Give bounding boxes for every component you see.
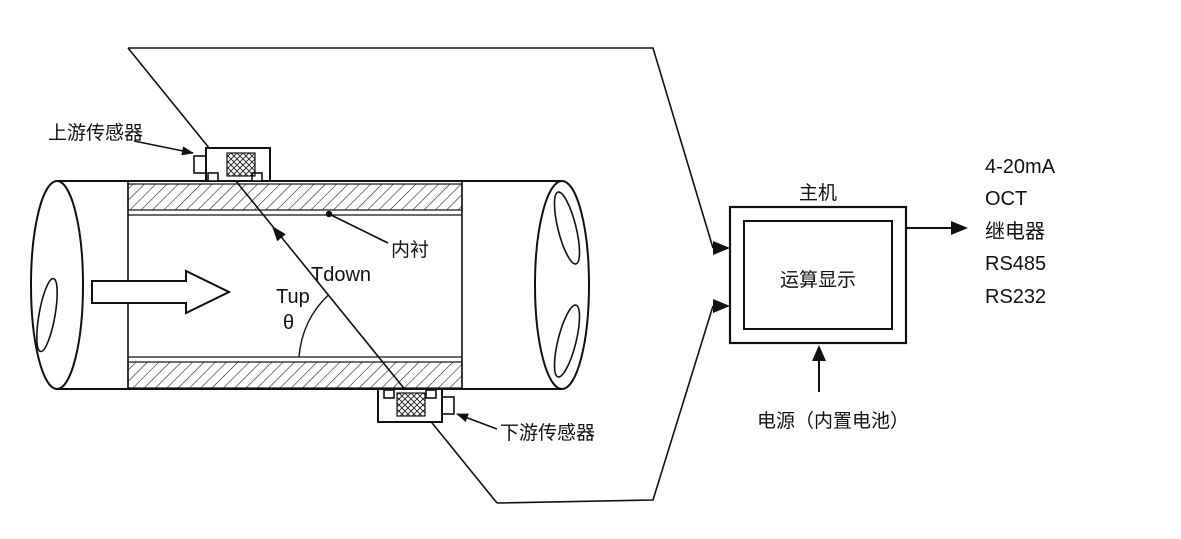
beam-line <box>127 47 498 504</box>
tup-label: Tup <box>276 286 310 308</box>
power-label: 电源（内置电池） <box>757 410 909 432</box>
power-connection <box>812 345 826 392</box>
upstream-sensor-label: 上游传感器 <box>48 122 143 144</box>
downstream-sensor-crystal <box>396 392 426 417</box>
upstream-label-arrow <box>133 140 194 156</box>
theta-label: θ <box>283 312 294 334</box>
host-title: 主机 <box>799 182 837 204</box>
upstream-sensor-foot-left <box>207 172 219 182</box>
upstream-signal-arrowhead <box>713 241 730 255</box>
downstream-sensor-foot-right <box>425 389 437 399</box>
beam-direction-arrowhead <box>272 226 286 242</box>
output-labels: 4-20mA OCT 继电器 RS485 RS232 <box>985 156 1056 308</box>
liner-hatch-bottom <box>127 361 463 389</box>
liner-leader-dot <box>325 210 333 218</box>
host-unit <box>728 205 908 345</box>
pipe-right-wall-section-top <box>553 191 581 265</box>
pipe-left-wall-section <box>36 277 58 353</box>
downstream-label-arrow <box>456 413 498 430</box>
output-rs232: RS232 <box>985 286 1046 308</box>
power-arrowhead <box>812 345 826 361</box>
label-leaders <box>133 140 498 430</box>
flow-direction-arrow <box>91 269 232 315</box>
upstream-sensor <box>193 147 271 182</box>
output-relay: 继电器 <box>985 220 1045 243</box>
liner-label: 内衬 <box>391 239 429 261</box>
downstream-signal-line <box>496 305 714 504</box>
host-display-label: 运算显示 <box>780 269 856 291</box>
output-rs485: RS485 <box>985 253 1046 275</box>
theta-angle-arc <box>298 294 330 358</box>
output-connection <box>906 221 968 235</box>
tdown-label: Tdown <box>311 264 371 286</box>
pipe-right-wall-section-bottom <box>553 304 581 378</box>
pipe-right-end-cap <box>534 180 590 390</box>
upstream-sensor-foot-right <box>251 172 263 182</box>
downstream-sensor <box>377 388 455 423</box>
output-arrowhead <box>951 221 968 235</box>
signal-lines <box>128 47 730 504</box>
pipe <box>30 180 590 390</box>
downstream-sensor-foot-left <box>383 389 395 399</box>
host-display-box <box>743 220 893 330</box>
output-oct: OCT <box>985 188 1027 210</box>
downstream-sensor-label: 下游传感器 <box>500 422 595 444</box>
ultrasonic-beam <box>127 47 498 504</box>
upstream-sensor-crystal <box>226 152 256 177</box>
output-4-20ma: 4-20mA <box>985 156 1056 178</box>
downstream-signal-arrowhead <box>713 299 730 313</box>
liner-hatch-top <box>127 183 463 211</box>
liner-label-leader <box>330 214 389 244</box>
upstream-signal-line <box>128 47 714 249</box>
